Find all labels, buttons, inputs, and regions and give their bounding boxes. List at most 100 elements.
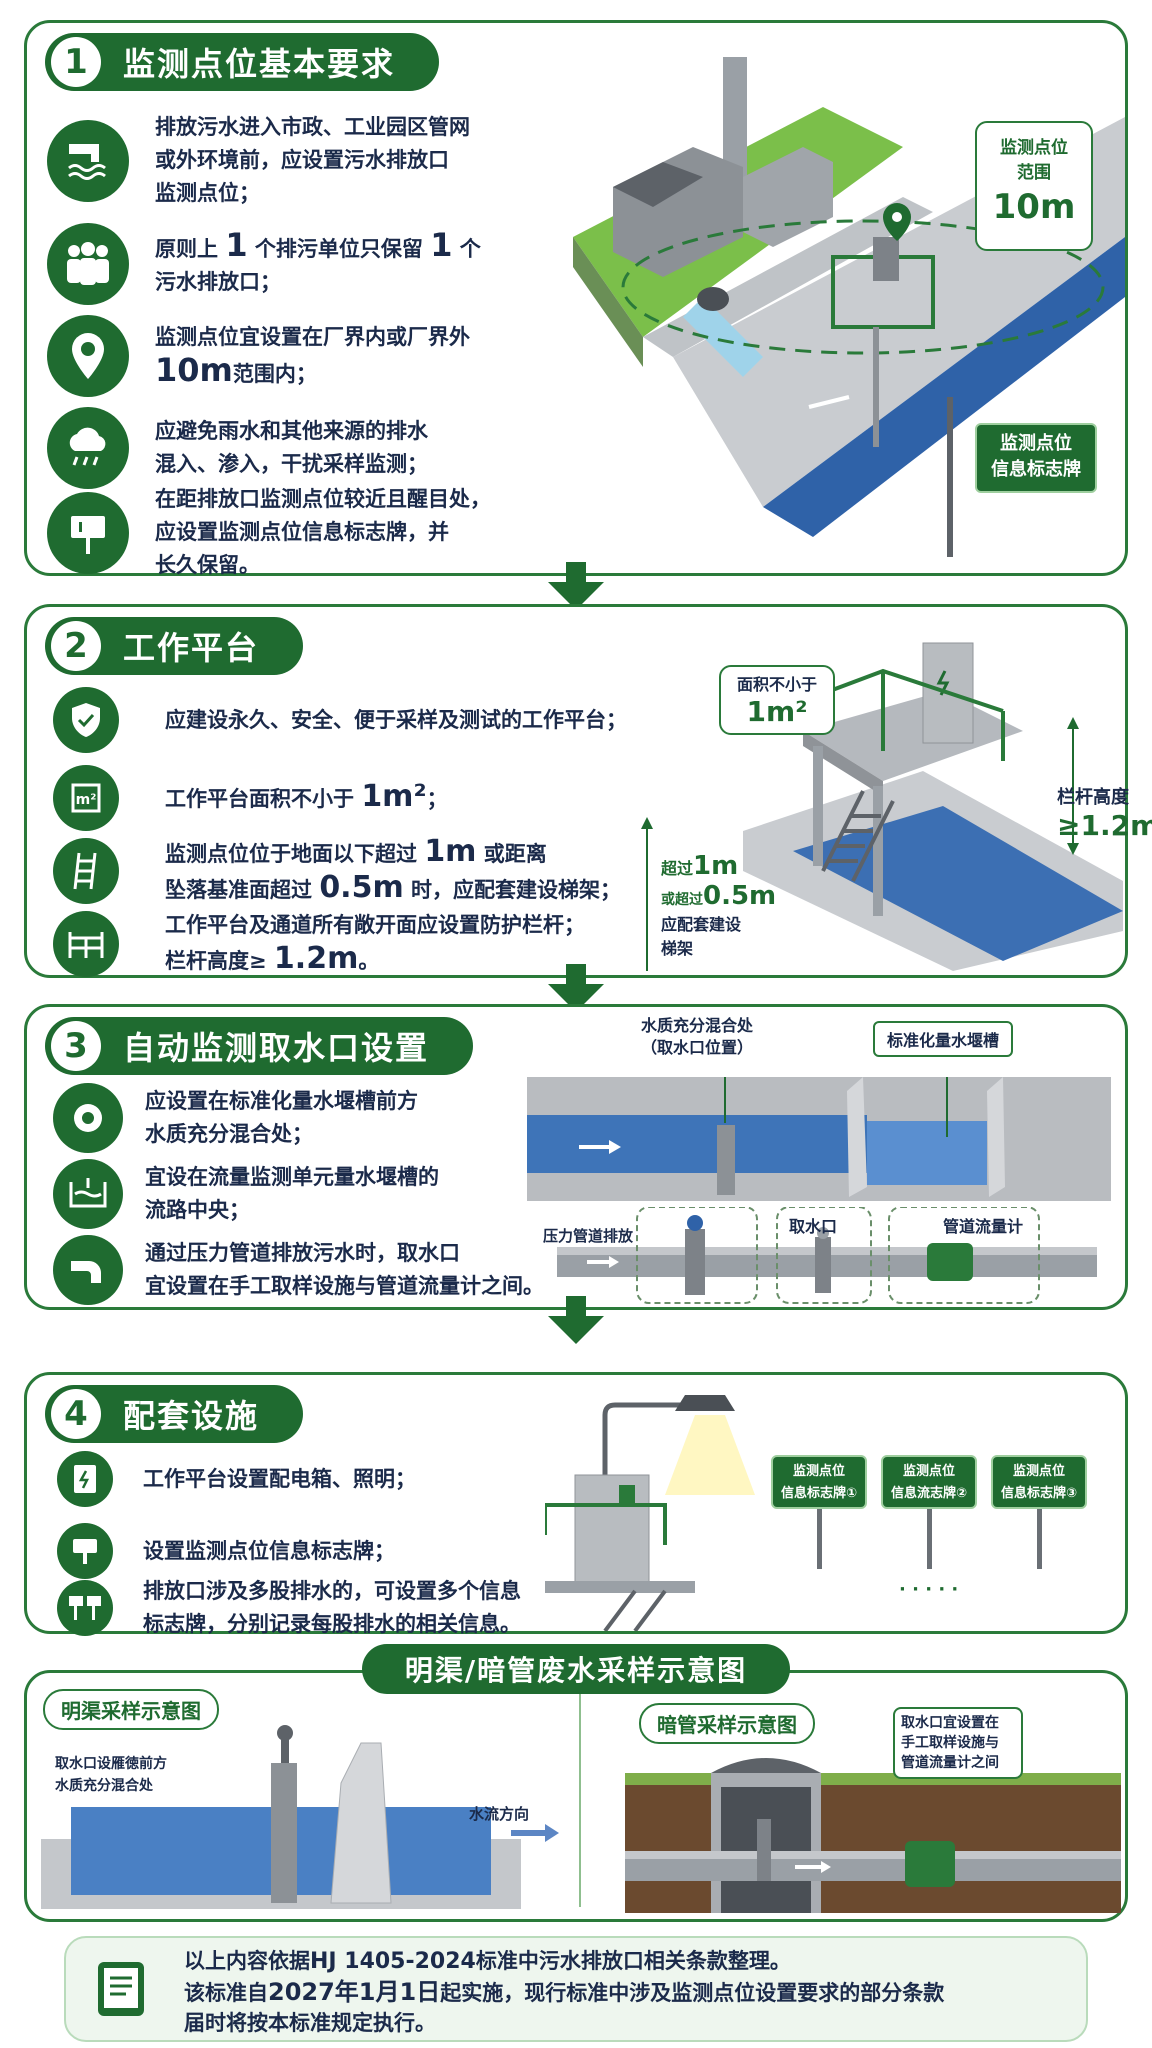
callout-line: 手工取样设施与 <box>901 1735 999 1751</box>
callout-value: 1m² <box>746 695 808 728</box>
platform-text: 坠落基准面超过 0.5m 时，应配套建设梯架； <box>165 870 622 905</box>
people-group-icon <box>47 223 129 305</box>
more-dots: · · · · · <box>899 1579 959 1600</box>
req-text-line: 混入、渗入，干扰采样监测； <box>155 452 428 476</box>
flow-meter-label: 管道流量计 <box>943 1217 1024 1236</box>
req-text-line: 污水排放口； <box>155 270 281 294</box>
platform-item-permanent: 应建设永久、安全、便于采样及测试的工作平台； <box>53 687 627 753</box>
label-value: ≥1.2m <box>1057 809 1152 842</box>
label-line: 或超过0.5m <box>661 881 777 911</box>
facility-item-power: 工作平台设置配电箱、照明； <box>57 1451 416 1507</box>
platform-text: 工作平台及通道所有敞开面应设置防护栏杆； <box>165 913 585 937</box>
diagram-divider <box>579 1693 581 1907</box>
facility-item-multi: 排放口涉及多股排水的，可设置多个信息 标志牌，分别记录每股排水的相关信息。 <box>57 1575 521 1641</box>
culvert-tag: 暗管采样示意图 <box>639 1703 815 1744</box>
signboard-1: 监测点位 信息标志牌① <box>771 1455 867 1509</box>
svg-text:m²: m² <box>76 792 97 808</box>
req-text-line: 在距排放口监测点位较近且醒目处， <box>155 487 491 511</box>
platform-text: 监测点位位于地面以下超过 1m 或距离 <box>165 834 547 869</box>
open-channel-tag: 明渠采样示意图 <box>43 1689 219 1730</box>
signboard-group: 监测点位 信息标志牌① 监测点位 信息流志牌② 监测点位 信息标志牌③ · · … <box>771 1455 1101 1615</box>
label-line: 超过1m <box>661 851 739 881</box>
intake-item-center: 宜设在流量监测单元量水堰槽的 流路中央； <box>53 1159 439 1229</box>
intake-text: 宜设在流量监测单元量水堰槽的 <box>145 1165 439 1189</box>
callout-value: 10m <box>992 187 1076 227</box>
flow-down-arrow <box>548 562 604 610</box>
pressure-pipe-label: 压力管道排放 <box>543 1227 634 1245</box>
flume-channel-icon <box>53 1159 123 1229</box>
req-text-line: 10m范围内； <box>155 351 317 389</box>
section-header: 2 工作平台 <box>45 617 304 675</box>
open-channel-illustration <box>41 1725 559 1909</box>
railing-height-label: 栏杆高度 ≥1.2m <box>1057 783 1152 842</box>
range-callout: 监测点位 范围 10m <box>975 121 1093 251</box>
footer-text: 以上内容依据HJ 1405-2024标准中污水排放口相关条款整理。 该标准自20… <box>184 1946 944 2038</box>
platform-text: 应建设永久、安全、便于采样及测试的工作平台； <box>165 707 627 732</box>
power-box-icon <box>57 1451 113 1507</box>
platform-text: 工作平台面积不小于 1m²； <box>165 779 448 814</box>
req-text-line: 监测点位宜设置在厂界内或厂界外 <box>155 325 470 349</box>
label-line: 梯架 <box>661 939 694 958</box>
facility-item-sign: 设置监测点位信息标志牌； <box>57 1523 395 1579</box>
section-header: 3 自动监测取水口设置 <box>45 1017 474 1075</box>
flow-down-arrow <box>548 1296 604 1344</box>
intake-text: 流路中央； <box>145 1198 250 1222</box>
signboard-icon <box>47 491 129 574</box>
section-number: 3 <box>51 1021 101 1071</box>
req-text-line: 长久保留。 <box>155 553 260 577</box>
section-monitoring-basic: 1 监测点位基本要求 排放污水进入市政、工业园区管网 或外环境前，应设置污水排放… <box>24 20 1128 577</box>
section-number: 4 <box>51 1389 101 1439</box>
culvert-intake-callout: 取水口宜设置在 手工取样设施与 管道流量计之间 <box>893 1707 1023 1779</box>
section-title: 自动监测取水口设置 <box>123 1029 430 1067</box>
req-item-signboard: 在距排放口监测点位较近且醒目处， 应设置监测点位信息标志牌，并 长久保留。 <box>47 483 491 582</box>
intake-item-pipe: 通过压力管道排放污水时，取水口 宜设置在手工取样设施与管道流量计之间。 <box>53 1235 544 1305</box>
req-text-line: 应设置监测点位信息标志牌，并 <box>155 520 449 544</box>
footer-line: 届时将按本标准规定执行。 <box>184 2011 436 2035</box>
open-channel-intake-label: 取水口设雁徳前方 水质充分混合处 <box>55 1753 167 1797</box>
label-line: 栏杆高度 <box>1057 787 1129 808</box>
section-title: 监测点位基本要求 <box>123 45 396 83</box>
sign-line: 监测点位 <box>902 1464 955 1479</box>
facility-text: 设置监测点位信息标志牌； <box>143 1538 395 1563</box>
section-title: 配套设施 <box>123 1397 260 1435</box>
platform-item-area: m² 工作平台面积不小于 1m²； <box>53 765 448 831</box>
req-text-line: 排放污水进入市政、工业园区管网 <box>155 115 470 139</box>
area-callout: 面积不小于 1m² <box>719 665 835 735</box>
sign-line: 信息流志牌② <box>890 1486 967 1501</box>
label-line: 取水口设雁徳前方 <box>55 1756 167 1772</box>
section-sampling-diagrams: 明渠采样示意图 取水口设雁徳前方 水质充分混合处 水流方向 暗管采样示意图 取水… <box>24 1670 1128 1922</box>
standard-reference-footer: 以上内容依据HJ 1405-2024标准中污水排放口相关条款整理。 该标准自20… <box>64 1936 1088 2042</box>
label-line: （取水口位置） <box>641 1038 754 1057</box>
req-text-line: 或外环境前，应设置污水排放口 <box>155 148 449 172</box>
culvert-pipe-illustration <box>625 1758 1121 1913</box>
railing-fence-icon <box>53 910 119 977</box>
sign-post <box>1037 1509 1042 1569</box>
req-item-location: 监测点位宜设置在厂界内或厂界外 10m范围内； <box>47 315 470 397</box>
water-outfall-icon <box>47 119 129 202</box>
platform-text: 栏杆高度≥ 1.2m。 <box>165 941 380 976</box>
footer-line: 该标准自2027年1月1日起实施，现行标准中涉及监测点位设置要求的部分条款 <box>184 1978 945 2006</box>
req-item-rain: 应避免雨水和其他来源的排水 混入、渗入，干扰采样监测； <box>47 407 428 489</box>
rain-cloud-icon <box>47 407 129 489</box>
sign-line: 信息标志牌③ <box>1000 1486 1077 1501</box>
facility-text: 排放口涉及多股排水的，可设置多个信息 <box>143 1579 521 1603</box>
req-text-line: 原则上 1 个排污单位只保留 1 个 <box>155 226 481 264</box>
intake-text: 水质充分混合处； <box>145 1122 313 1146</box>
multi-signboard-icon <box>57 1580 113 1636</box>
section-auto-intake: 3 自动监测取水口设置 应设置在标准化量水堰槽前方 水质充分混合处； 宜设在流量… <box>24 1004 1128 1310</box>
intake-text: 通过压力管道排放污水时，取水口 <box>145 1241 460 1265</box>
section-header: 1 监测点位基本要求 <box>45 33 440 91</box>
callout-line: 范围 <box>1017 163 1051 183</box>
sampling-diagram-banner: 明渠/暗管废水采样示意图 <box>362 1644 790 1694</box>
section-facilities: 4 配套设施 工作平台设置配电箱、照明； 设置监测点位信息标志牌； 排放口涉及多… <box>24 1372 1128 1636</box>
facility-text: 工作平台设置配电箱、照明； <box>143 1466 416 1491</box>
swirl-mixing-icon <box>53 1083 123 1153</box>
callout-line: 管道流量计之间 <box>901 1755 999 1771</box>
label-line: 水质充分混合处 <box>55 1778 153 1794</box>
sign-line: 信息标志牌 <box>991 459 1081 480</box>
mixing-point-label: 水质充分混合处 （取水口位置） <box>641 1015 753 1059</box>
intake-text: 应设置在标准化量水堰槽前方 <box>145 1089 418 1113</box>
ladder-icon <box>53 838 119 904</box>
facility-text: 标志牌，分别记录每股排水的相关信息。 <box>143 1612 521 1636</box>
label-line: 应配套建设 <box>661 915 742 934</box>
